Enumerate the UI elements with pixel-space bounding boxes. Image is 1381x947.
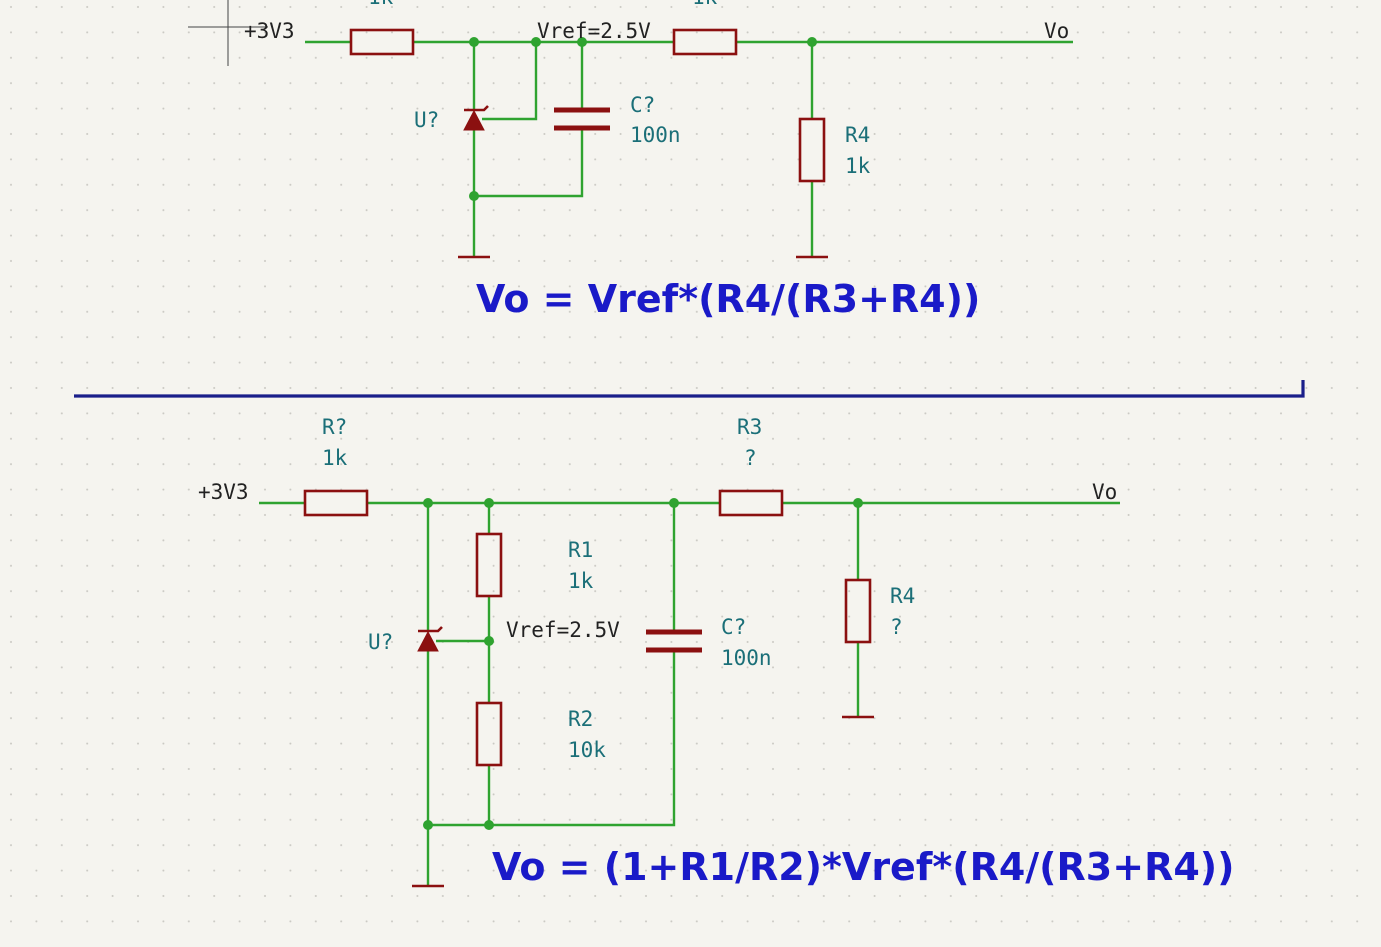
junction-dot: [669, 498, 679, 508]
r3-reference: R3: [737, 415, 762, 439]
resistor-value: 1k: [692, 0, 718, 9]
r4-value: ?: [890, 615, 903, 639]
r2-reference: R2: [568, 707, 593, 731]
zener-reference: U?: [414, 108, 439, 132]
resistor-r4-symbol[interactable]: [798, 117, 826, 183]
junction-dot: [469, 191, 479, 201]
zener-symbol[interactable]: [417, 626, 443, 652]
junction-dot: [423, 820, 433, 830]
r3-value: ?: [744, 446, 757, 470]
zener-symbol[interactable]: [463, 105, 489, 131]
power-label: +3V3: [198, 480, 249, 504]
capacitor-value: 100n: [721, 646, 772, 670]
junction-dot: [807, 37, 817, 47]
resistor-symbol[interactable]: [349, 28, 415, 56]
junction-dot: [853, 498, 863, 508]
junction-dot: [423, 498, 433, 508]
zener-reference: U?: [368, 630, 393, 654]
capacitor-symbol[interactable]: [646, 629, 702, 653]
capacitor-symbol[interactable]: [554, 107, 610, 131]
resistor-r4-symbol[interactable]: [844, 578, 872, 644]
resistor-input-reference: R?: [322, 415, 347, 439]
top-cap-wire[interactable]: [474, 42, 584, 198]
r4-value: 1k: [845, 154, 871, 178]
junction-dot: [484, 636, 494, 646]
junction-dot: [484, 498, 494, 508]
top-circuit[interactable]: +3V3 1k 1k Vref=2.5V Vo U? C? 100n R4 1k…: [188, 0, 1073, 321]
resistor-r1-symbol[interactable]: [475, 532, 503, 598]
junction-dot: [484, 820, 494, 830]
capacitor-reference: C?: [630, 93, 655, 117]
divider-line: [74, 380, 1305, 398]
vref-net-label: Vref=2.5V: [537, 19, 651, 43]
r2-value: 10k: [568, 738, 606, 762]
top-ref-wire[interactable]: [482, 42, 538, 121]
output-net-label: Vo: [1044, 19, 1069, 43]
output-net-label: Vo: [1092, 480, 1117, 504]
bottom-circuit[interactable]: +3V3 R? 1k R3 ? Vo R1 1k Vref=2.5V U? C?…: [198, 415, 1235, 889]
resistor-symbol[interactable]: [672, 28, 738, 56]
r4-reference: R4: [845, 123, 870, 147]
capacitor-value: 100n: [630, 123, 681, 147]
bottom-cap-wire[interactable]: [428, 503, 676, 827]
junction-dot: [469, 37, 479, 47]
junction-dot: [577, 37, 587, 47]
formula-text: Vo = Vref*(R4/(R3+R4)): [476, 277, 980, 321]
resistor-input-value: 1k: [322, 446, 348, 470]
resistor-r2-symbol[interactable]: [475, 701, 503, 767]
capacitor-reference: C?: [721, 615, 746, 639]
formula-text: Vo = (1+R1/R2)*Vref*(R4/(R3+R4)): [492, 845, 1235, 889]
r4-reference: R4: [890, 584, 915, 608]
junction-dot: [531, 37, 541, 47]
resistor-value: 1k: [368, 0, 394, 9]
vref-net-label: Vref=2.5V: [506, 618, 620, 642]
r1-reference: R1: [568, 538, 593, 562]
power-label: +3V3: [244, 19, 295, 43]
r1-value: 1k: [568, 569, 594, 593]
resistor-input-symbol[interactable]: [303, 489, 369, 517]
resistor-r3-symbol[interactable]: [718, 489, 784, 517]
